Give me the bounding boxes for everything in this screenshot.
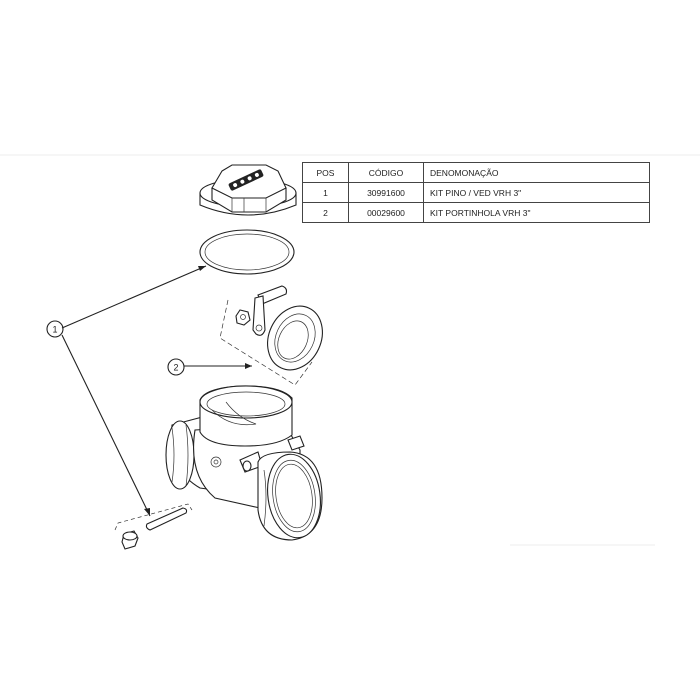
callout-1-label: 1: [52, 325, 57, 335]
flap-nut: [235, 309, 251, 326]
parts-table: POS CÓDIGO DENOMONAÇÃO 1 30991600 KIT PI…: [302, 162, 650, 223]
header-codigo: CÓDIGO: [348, 162, 424, 183]
row-denominacao: KIT PORTINHOLA VRH 3": [423, 202, 650, 223]
parts-table-header-row: POS CÓDIGO DENOMONAÇÃO: [302, 162, 650, 183]
row-pos: 1: [302, 182, 349, 203]
octagonal-cap: [199, 164, 297, 216]
flap-disc: [267, 305, 323, 371]
flap-kit: [219, 285, 323, 386]
pin-seal-kit: [114, 503, 193, 550]
table-row: 2 00029600 KIT PORTINHOLA VRH 3": [302, 202, 650, 223]
o-ring-gasket: [199, 229, 295, 275]
header-pos: POS: [302, 162, 349, 183]
callout-1: 1: [46, 320, 64, 338]
row-codigo: 00029600: [348, 202, 424, 223]
leader-lines: [61, 265, 252, 517]
row-pos: 2: [302, 202, 349, 223]
row-denominacao: KIT PINO / VED VRH 3": [423, 182, 650, 203]
table-row: 1 30991600 KIT PINO / VED VRH 3": [302, 182, 650, 203]
header-denominacao: DENOMONAÇÃO: [423, 162, 650, 183]
callout-2: 2: [167, 358, 185, 376]
row-codigo: 30991600: [348, 182, 424, 203]
hinge-pin: [252, 285, 288, 336]
cap-logo-mark: [228, 169, 264, 191]
valve-body: [165, 385, 323, 541]
callout-2-label: 2: [173, 363, 178, 373]
plug-screw: [121, 530, 139, 550]
